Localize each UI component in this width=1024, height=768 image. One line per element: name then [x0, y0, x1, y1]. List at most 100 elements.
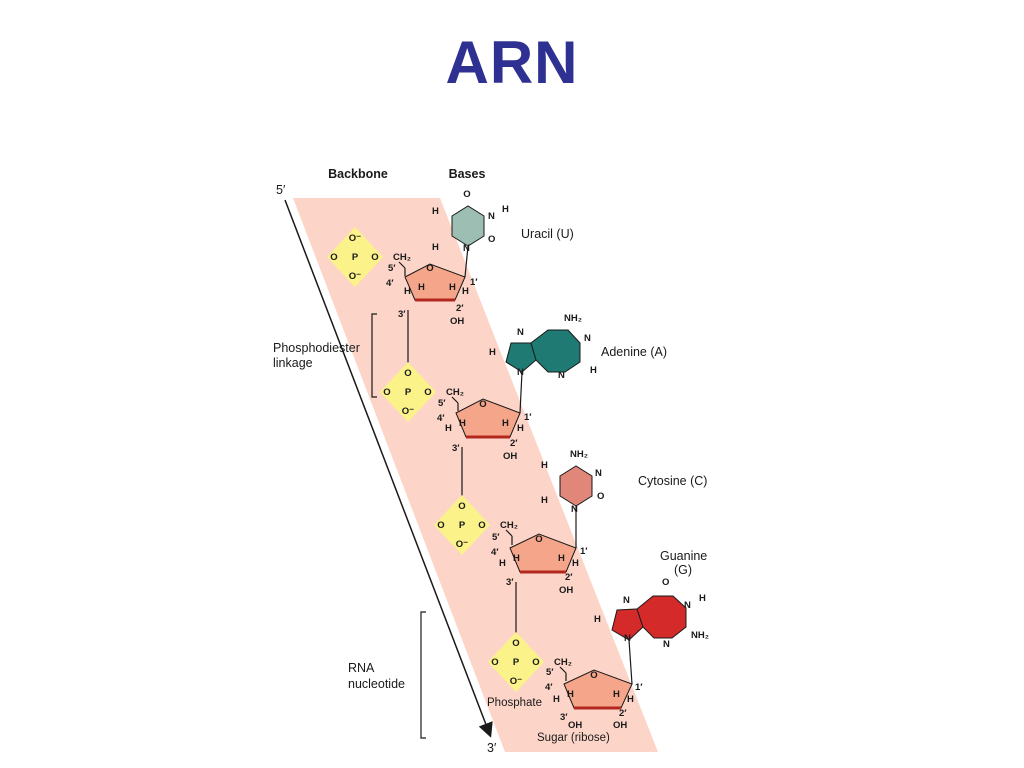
svg-text:O⁻: O⁻: [456, 539, 468, 550]
svg-text:N: N: [595, 468, 602, 479]
strand-direction-arrow: [284, 199, 493, 738]
adenine-base: [505, 329, 581, 373]
svg-text:O: O: [426, 263, 433, 274]
svg-text:H: H: [594, 614, 601, 625]
svg-text:4′: 4′: [437, 413, 445, 424]
svg-text:H: H: [499, 558, 506, 569]
svg-text:H: H: [517, 423, 524, 434]
svg-text:H: H: [541, 460, 548, 471]
nucleotide-4: O O P O O⁻ CH₂ O 5′ 4′ 1′ 3′ 2′ H H H H …: [488, 549, 709, 731]
svg-text:O: O: [424, 387, 431, 398]
nucleotide-2: O O P O O⁻ CH₂ O 5′ 4′ 1′ 3′ 2′ H H H H …: [380, 313, 667, 462]
backbone-header: Backbone: [328, 167, 388, 181]
svg-text:H: H: [590, 365, 597, 376]
svg-text:N: N: [684, 600, 691, 611]
svg-text:O: O: [404, 368, 411, 379]
svg-text:O: O: [590, 670, 597, 681]
guanine-label: Guanine: [660, 549, 707, 563]
svg-text:OH: OH: [568, 720, 582, 731]
svg-text:H: H: [572, 558, 579, 569]
svg-text:N: N: [623, 595, 630, 606]
svg-text:N: N: [463, 243, 470, 254]
svg-text:O: O: [330, 252, 337, 263]
svg-text:N: N: [571, 504, 578, 515]
svg-text:NH₂: NH₂: [691, 630, 709, 641]
phosphodiester-label: Phosphodiester: [273, 341, 360, 355]
svg-text:H: H: [489, 347, 496, 358]
guanine-base: [611, 595, 687, 641]
svg-text:2′: 2′: [510, 438, 518, 449]
svg-text:OH: OH: [559, 585, 573, 596]
ribose-sugar: [563, 669, 633, 709]
svg-text:H: H: [432, 206, 439, 217]
svg-text:OH: OH: [503, 451, 517, 462]
svg-text:O: O: [371, 252, 378, 263]
svg-text:2′: 2′: [456, 303, 464, 314]
svg-text:H: H: [462, 286, 469, 297]
phosphate-group: [327, 227, 383, 287]
svg-text:CH₂: CH₂: [446, 387, 464, 398]
svg-text:H: H: [432, 242, 439, 253]
three-prime-end-label: 3′: [487, 741, 497, 755]
svg-text:O: O: [463, 189, 470, 200]
phosphate-group: [380, 362, 436, 422]
svg-text:H: H: [418, 282, 425, 293]
nucleotide-1: O⁻ O P O O⁻ CH₂ O 5′ 4′ 1′ 3′ 2′ H H H H…: [327, 189, 574, 327]
svg-text:O: O: [491, 657, 498, 668]
ribose-sugar: [455, 398, 521, 438]
rna-nucleotide-bracket: [420, 611, 426, 739]
svg-text:O: O: [458, 501, 465, 512]
svg-text:OH: OH: [450, 316, 464, 327]
svg-text:1′: 1′: [470, 277, 478, 288]
svg-text:NH₂: NH₂: [564, 313, 582, 324]
svg-text:N: N: [584, 333, 591, 344]
svg-text:2′: 2′: [619, 708, 627, 719]
svg-text:O: O: [532, 657, 539, 668]
svg-text:P: P: [352, 252, 359, 263]
sugar-label: Sugar (ribose): [537, 732, 610, 744]
svg-text:H: H: [445, 423, 452, 434]
svg-text:P: P: [513, 657, 520, 668]
svg-text:5′: 5′: [388, 263, 396, 274]
svg-text:O⁻: O⁻: [510, 676, 522, 687]
svg-text:2′: 2′: [565, 572, 573, 583]
svg-text:1′: 1′: [524, 412, 532, 423]
svg-text:5′: 5′: [492, 532, 500, 543]
page-title: ARN: [445, 29, 579, 96]
svg-text:H: H: [613, 689, 620, 700]
svg-text:H: H: [502, 204, 509, 215]
svg-text:H: H: [459, 418, 466, 429]
svg-text:4′: 4′: [386, 278, 394, 289]
svg-text:3′: 3′: [560, 712, 568, 723]
svg-text:1′: 1′: [580, 546, 588, 557]
ribose-sugar: [509, 533, 577, 573]
linkage-label: linkage: [273, 356, 313, 370]
svg-text:4′: 4′: [491, 547, 499, 558]
phosphate-label: Phosphate: [487, 697, 542, 709]
svg-text:N: N: [558, 370, 565, 381]
svg-text:H: H: [627, 694, 634, 705]
svg-text:H: H: [558, 553, 565, 564]
nucleotide-label: nucleotide: [348, 677, 405, 691]
svg-text:O⁻: O⁻: [349, 271, 361, 282]
svg-text:H: H: [553, 694, 560, 705]
svg-text:N: N: [488, 211, 495, 222]
svg-text:P: P: [459, 520, 466, 531]
svg-text:H: H: [699, 593, 706, 604]
svg-text:5′: 5′: [438, 398, 446, 409]
svg-text:N: N: [517, 327, 524, 338]
svg-text:CH₂: CH₂: [393, 252, 411, 263]
svg-text:H: H: [541, 495, 548, 506]
svg-text:CH₂: CH₂: [500, 520, 518, 531]
phosphate-group: [488, 632, 544, 692]
svg-text:O: O: [478, 520, 485, 531]
svg-text:N: N: [663, 639, 670, 650]
uracil-label: Uracil (U): [521, 227, 574, 241]
svg-text:O: O: [383, 387, 390, 398]
svg-text:H: H: [567, 689, 574, 700]
svg-text:H: H: [449, 282, 456, 293]
cytosine-base: [559, 465, 593, 507]
five-prime-end-label: 5′: [276, 183, 286, 197]
svg-text:3′: 3′: [398, 309, 406, 320]
